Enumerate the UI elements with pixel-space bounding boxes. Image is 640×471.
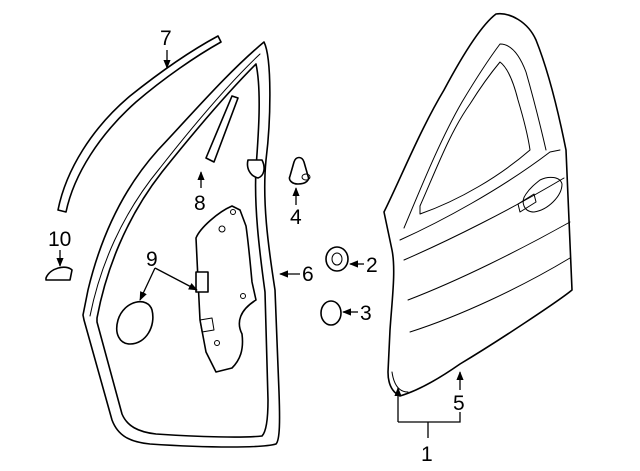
callout-8: 8 bbox=[194, 192, 206, 215]
part-4-stopper[interactable] bbox=[288, 156, 311, 185]
callout-4: 4 bbox=[290, 206, 302, 229]
callout-7: 7 bbox=[160, 27, 172, 50]
part-9-access-cover[interactable] bbox=[115, 300, 154, 345]
part-7-upper-weatherstrip[interactable] bbox=[57, 35, 222, 213]
part-10-clip[interactable] bbox=[45, 266, 73, 281]
callout-10: 10 bbox=[48, 228, 71, 251]
part-9-water-deflector[interactable] bbox=[195, 205, 257, 373]
part-3-plug[interactable] bbox=[320, 300, 342, 326]
part-6-door-weatherstrip[interactable] bbox=[82, 41, 281, 448]
callout-3: 3 bbox=[360, 302, 372, 325]
leader-lines bbox=[56, 50, 464, 438]
callout-9: 9 bbox=[146, 248, 158, 271]
callout-6: 6 bbox=[302, 263, 314, 286]
callout-5: 5 bbox=[453, 392, 465, 415]
part-8-belt-molding[interactable] bbox=[205, 95, 239, 163]
part-1-door-shell[interactable] bbox=[383, 13, 573, 397]
callout-1: 1 bbox=[421, 443, 433, 466]
part-2-grommet[interactable] bbox=[325, 246, 349, 272]
callout-2: 2 bbox=[366, 254, 378, 277]
